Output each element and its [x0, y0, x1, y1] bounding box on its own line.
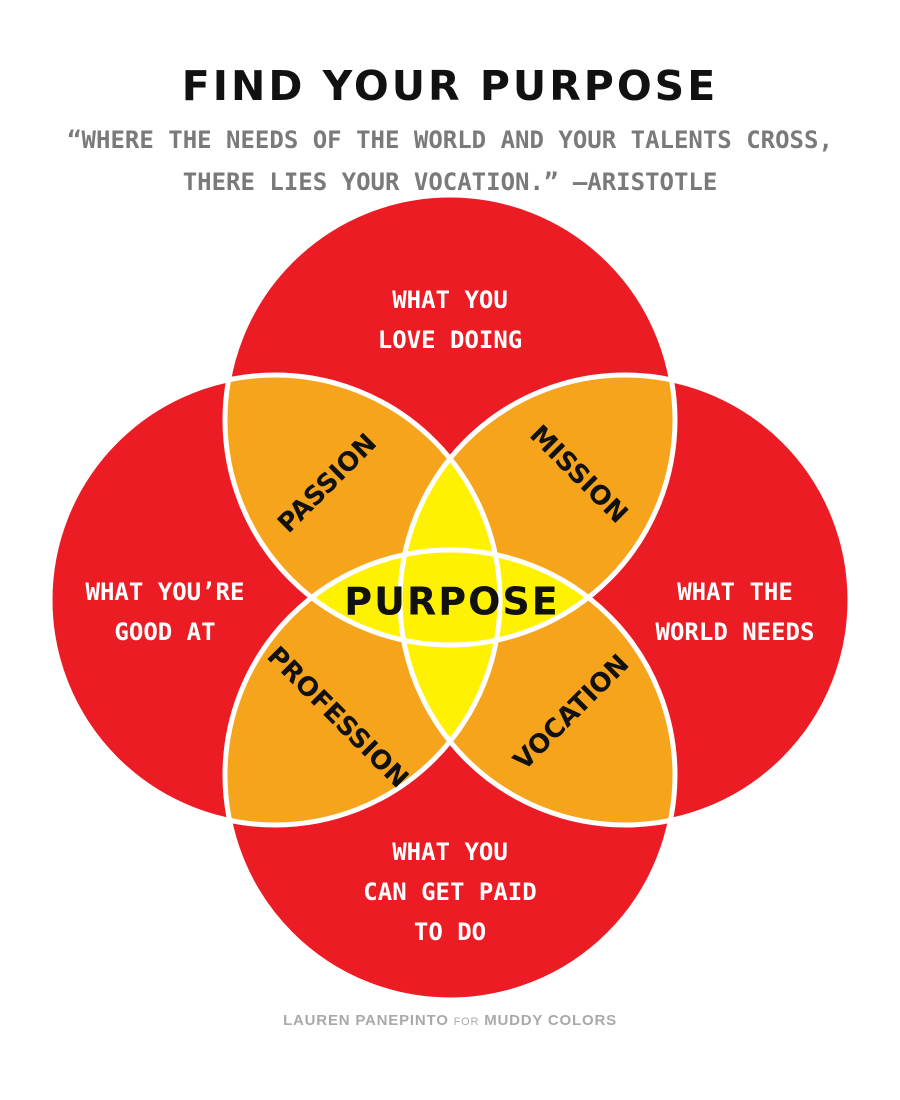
quote-line-2: THERE LIES YOUR VOCATION.” —ARISTOTLE	[182, 168, 718, 196]
label-get-paid-line2: CAN GET PAID	[363, 878, 536, 906]
circle-outlines	[47, 192, 853, 1003]
label-purpose: PURPOSE	[344, 580, 559, 624]
label-get-paid-line3: TO DO	[414, 918, 486, 946]
credit-org: MUDDY COLORS	[484, 1012, 617, 1029]
page-title: FIND YOUR PURPOSE	[181, 62, 719, 110]
label-good-at-line1: WHAT YOU’RE	[86, 578, 245, 606]
label-get-paid-line1: WHAT YOU	[392, 838, 508, 866]
label-love-doing-line2: LOVE DOING	[378, 326, 523, 354]
quote-line-1: “WHERE THE NEEDS OF THE WORLD AND YOUR T…	[67, 126, 833, 154]
credit-line: LAUREN PANEPINTO FOR MUDDY COLORS	[0, 1012, 900, 1029]
credit-author: LAUREN PANEPINTO	[283, 1012, 449, 1029]
label-world-needs-line1: WHAT THE	[677, 578, 793, 606]
label-world-needs-line2: WORLD NEEDS	[656, 618, 815, 646]
label-good-at-line2: GOOD AT	[114, 618, 215, 646]
credit-for: FOR	[453, 1016, 480, 1028]
label-love-doing-line1: WHAT YOU	[392, 286, 508, 314]
